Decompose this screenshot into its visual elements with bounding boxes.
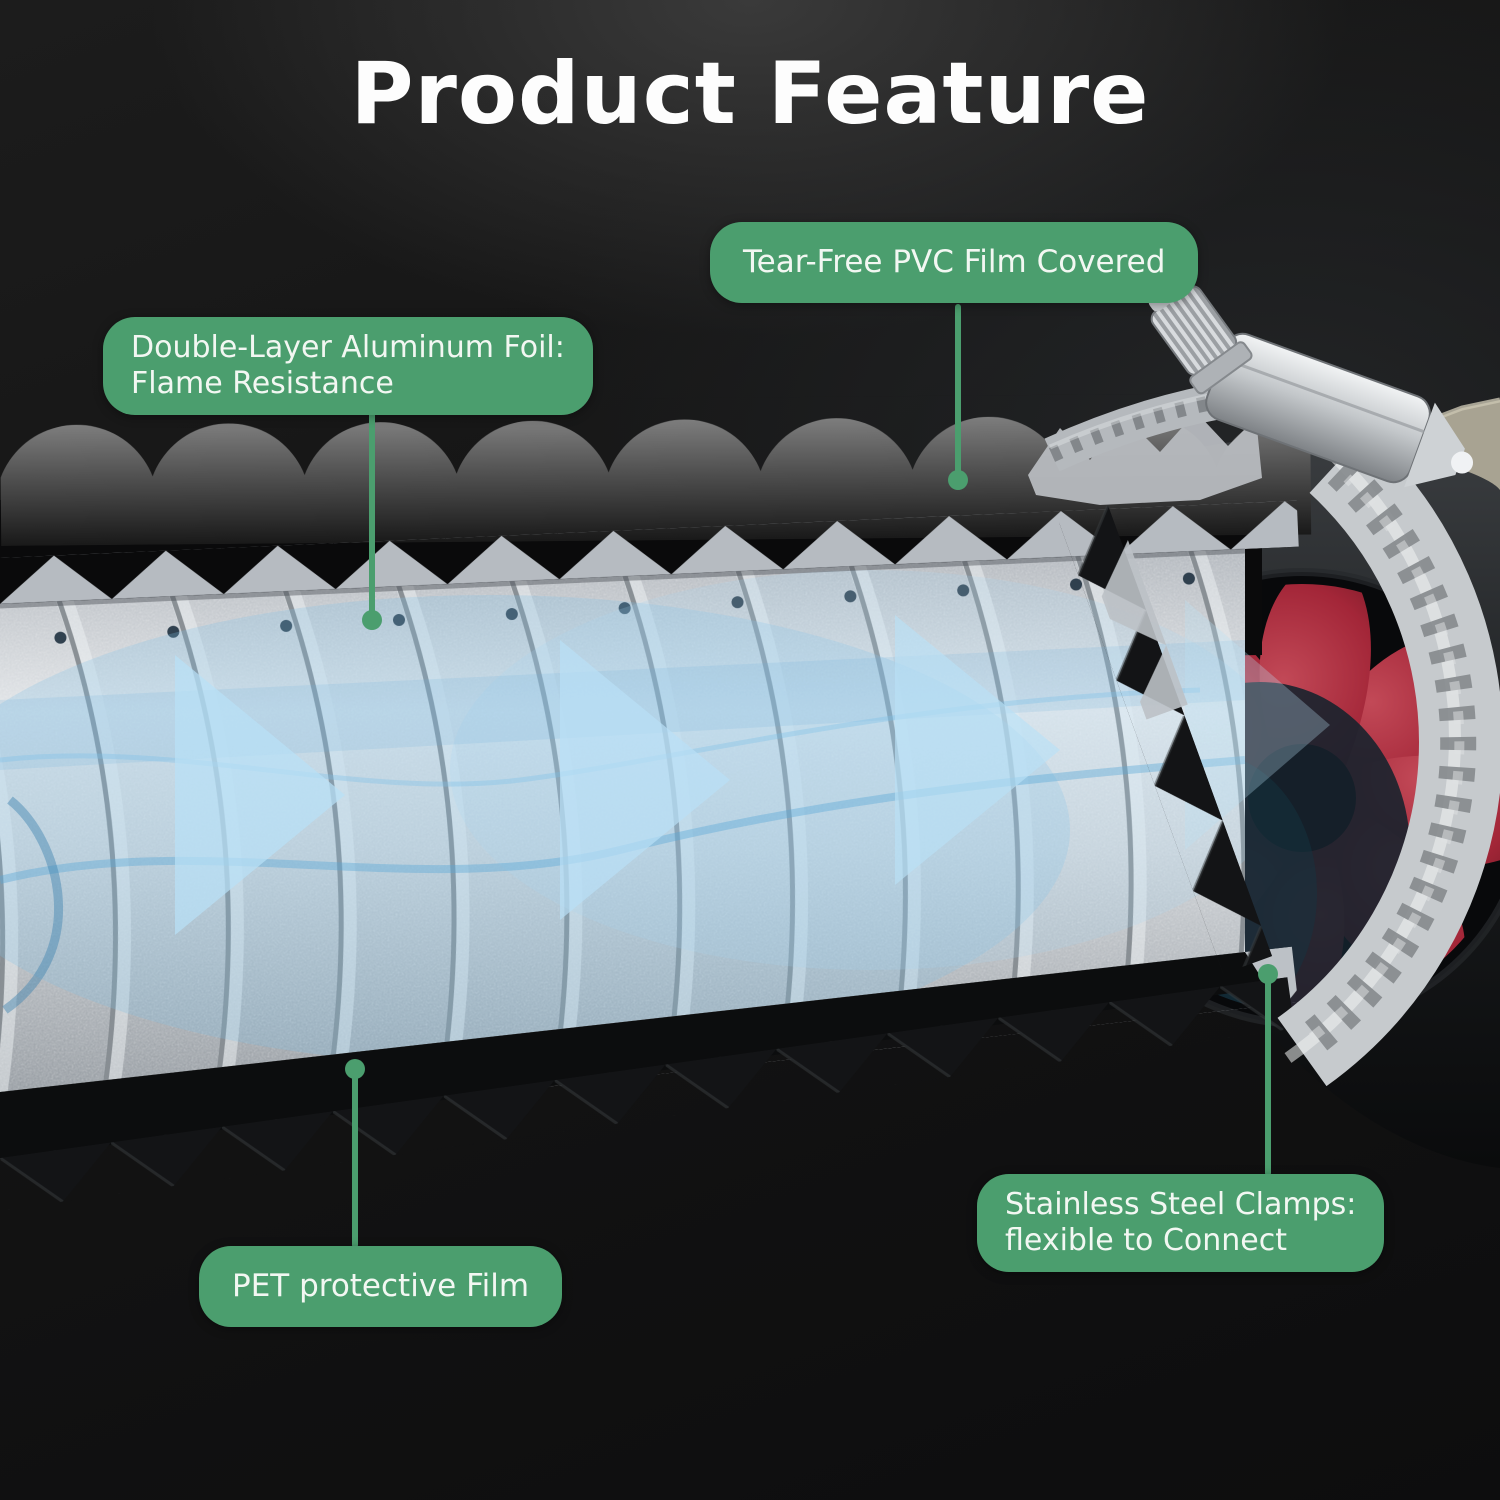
callout-aluminum-foil: Double-Layer Aluminum Foil: Flame Resist… (103, 317, 593, 415)
airflow-arrow-icon (560, 640, 730, 920)
callout-pet-film: PET protective Film (199, 1246, 563, 1328)
callout-pvc-film: Tear-Free PVC Film Covered (710, 222, 1199, 304)
connector-line-foil (369, 408, 375, 622)
page-title: Product Feature (350, 44, 1150, 144)
airflow-arrows (175, 600, 1330, 935)
pvc-bottom-layer (0, 952, 1295, 1210)
clamp-band (1277, 431, 1500, 1087)
connector-line-pet (352, 1067, 358, 1248)
connector-line-pvc (955, 304, 961, 482)
airflow-arrow-icon (895, 615, 1060, 885)
connector-dot-foil (362, 610, 382, 630)
duct-cut-edge (1059, 505, 1273, 974)
connector-line-clamp (1265, 972, 1271, 1176)
airflow-arrow-icon (175, 655, 345, 935)
connector-dot-pvc (948, 470, 968, 490)
connector-dot-clamp (1258, 964, 1278, 984)
connector-dot-pet (345, 1059, 365, 1079)
airflow-arrow-icon (1185, 600, 1330, 850)
callout-steel-clamps: Stainless Steel Clamps: flexible to Conn… (977, 1174, 1385, 1272)
